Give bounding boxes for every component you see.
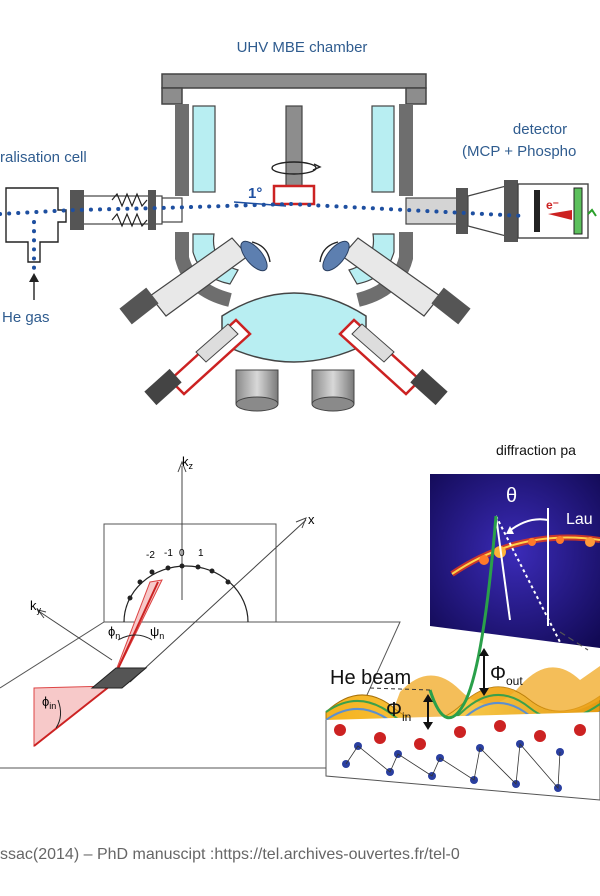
- entry-port: [161, 197, 183, 223]
- chamber-title: UHV MBE chamber: [237, 39, 368, 56]
- phi-in-pattern-label: Φin: [386, 699, 411, 724]
- lid-right-tab: [405, 87, 427, 105]
- he-trajectory: [428, 515, 498, 720]
- source-caption: ssac(2014) – PhD manuscipt :https://tel.…: [0, 846, 460, 863]
- detector-sub-label: (MCP + Phospho: [462, 143, 576, 160]
- rotation-arrowhead-icon: [312, 163, 322, 171]
- order-label: -1: [164, 548, 173, 559]
- cryo-panel-left: [192, 105, 216, 193]
- laue-label: Lau: [566, 511, 593, 528]
- detector-label: detector: [513, 121, 567, 138]
- neutralisation-cell: [5, 187, 67, 263]
- effusion-cell-left: [144, 318, 252, 406]
- detector-cone: [467, 185, 507, 237]
- pattern-marker-line: [495, 515, 511, 621]
- electron-label: e⁻: [546, 198, 559, 212]
- phi-out-label: Φout: [490, 663, 523, 688]
- order-label: 0: [179, 548, 185, 559]
- sample-patch: [90, 667, 148, 689]
- phi-n-label: ϕn: [108, 624, 120, 641]
- flange-right-2: [504, 180, 518, 242]
- theta-label: θ: [506, 485, 517, 507]
- ground-plane: [0, 621, 401, 769]
- bellows-bottom: [111, 212, 148, 228]
- chamber-lid: [161, 73, 427, 89]
- gas-arrowhead-icon: [29, 273, 39, 282]
- pattern-spots: [479, 536, 595, 565]
- support-legs: [235, 369, 355, 412]
- phi-in-label: ϕin: [42, 694, 56, 711]
- mcp-plate: [534, 190, 540, 232]
- light-emission-icon: [587, 208, 597, 217]
- incident-beam: [33, 685, 111, 747]
- gas-label: He gas: [2, 309, 50, 326]
- cell-label: ralisation cell: [0, 149, 87, 166]
- laue-arc-core: [451, 536, 600, 575]
- he-beam-label: He beam: [330, 667, 411, 689]
- order-label: -2: [146, 550, 155, 561]
- x-axis: [129, 519, 307, 683]
- dotted-guide: [495, 515, 565, 651]
- kz-label: kz: [182, 454, 194, 471]
- manipulator-rod: [285, 105, 303, 189]
- port-left-upper: [119, 237, 271, 325]
- cryo-panel-right: [371, 105, 395, 193]
- flange-left-1: [148, 190, 156, 230]
- ky-label: ky: [30, 598, 42, 615]
- effusion-cell-right: [338, 318, 448, 406]
- flange-left-2: [70, 190, 84, 230]
- psi-n-label: ψn: [150, 624, 164, 641]
- diffraction-spots: [127, 563, 231, 601]
- crystal-face: [325, 712, 600, 801]
- sample-holder: [272, 184, 316, 206]
- incidence-angle-label: 1°: [248, 185, 262, 202]
- x-label: x: [308, 512, 315, 527]
- order-label: 1: [198, 548, 204, 559]
- phosphor-screen: [573, 187, 583, 235]
- geometry-diagram: kz x ky -2 -1 0 1 ϕin ϕn ψ: [0, 454, 401, 769]
- detector-image: [430, 474, 600, 648]
- crystal-atoms: [334, 720, 586, 792]
- bellows-top: [111, 192, 148, 208]
- lid-left-tab: [161, 87, 183, 105]
- flange-right-1: [456, 188, 468, 234]
- pattern-diagram: diffraction pa θ Lau: [325, 442, 600, 801]
- pattern-title: diffraction pa: [496, 442, 576, 458]
- port-right-upper: [319, 237, 471, 325]
- angle-guide: [233, 201, 287, 207]
- chamber-diagram: UHV MBE chamber 1° ralisation cell: [0, 39, 597, 412]
- helium-beam: [0, 201, 526, 218]
- ky-axis: [39, 611, 113, 661]
- electron-arrow-icon: [548, 210, 572, 220]
